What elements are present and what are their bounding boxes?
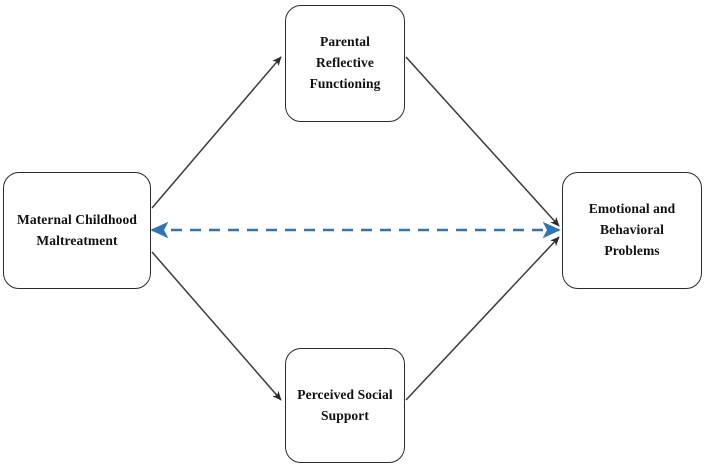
- node-parental-reflective-functioning[interactable]: Parental Reflective Functioning: [285, 5, 405, 122]
- node-perceived-social-support[interactable]: Perceived Social Support: [285, 348, 405, 463]
- node-maternal-childhood-maltreatment[interactable]: Maternal Childhood Maltreatment: [3, 172, 151, 289]
- node-label: Perceived Social Support: [297, 386, 393, 423]
- node-label: Maternal Childhood Maltreatment: [17, 211, 137, 248]
- edge-pss-to-ebp: [405, 236, 560, 401]
- node-emotional-and-behavioral-problems[interactable]: Emotional and Behavioral Problems: [562, 172, 702, 289]
- edge-prf-to-ebp: [405, 56, 560, 227]
- node-label: Parental Reflective Functioning: [309, 34, 381, 91]
- edge-mcm-to-prf: [151, 56, 282, 209]
- edge-mcm-to-pss: [151, 251, 282, 401]
- node-label: Emotional and Behavioral Problems: [588, 201, 676, 258]
